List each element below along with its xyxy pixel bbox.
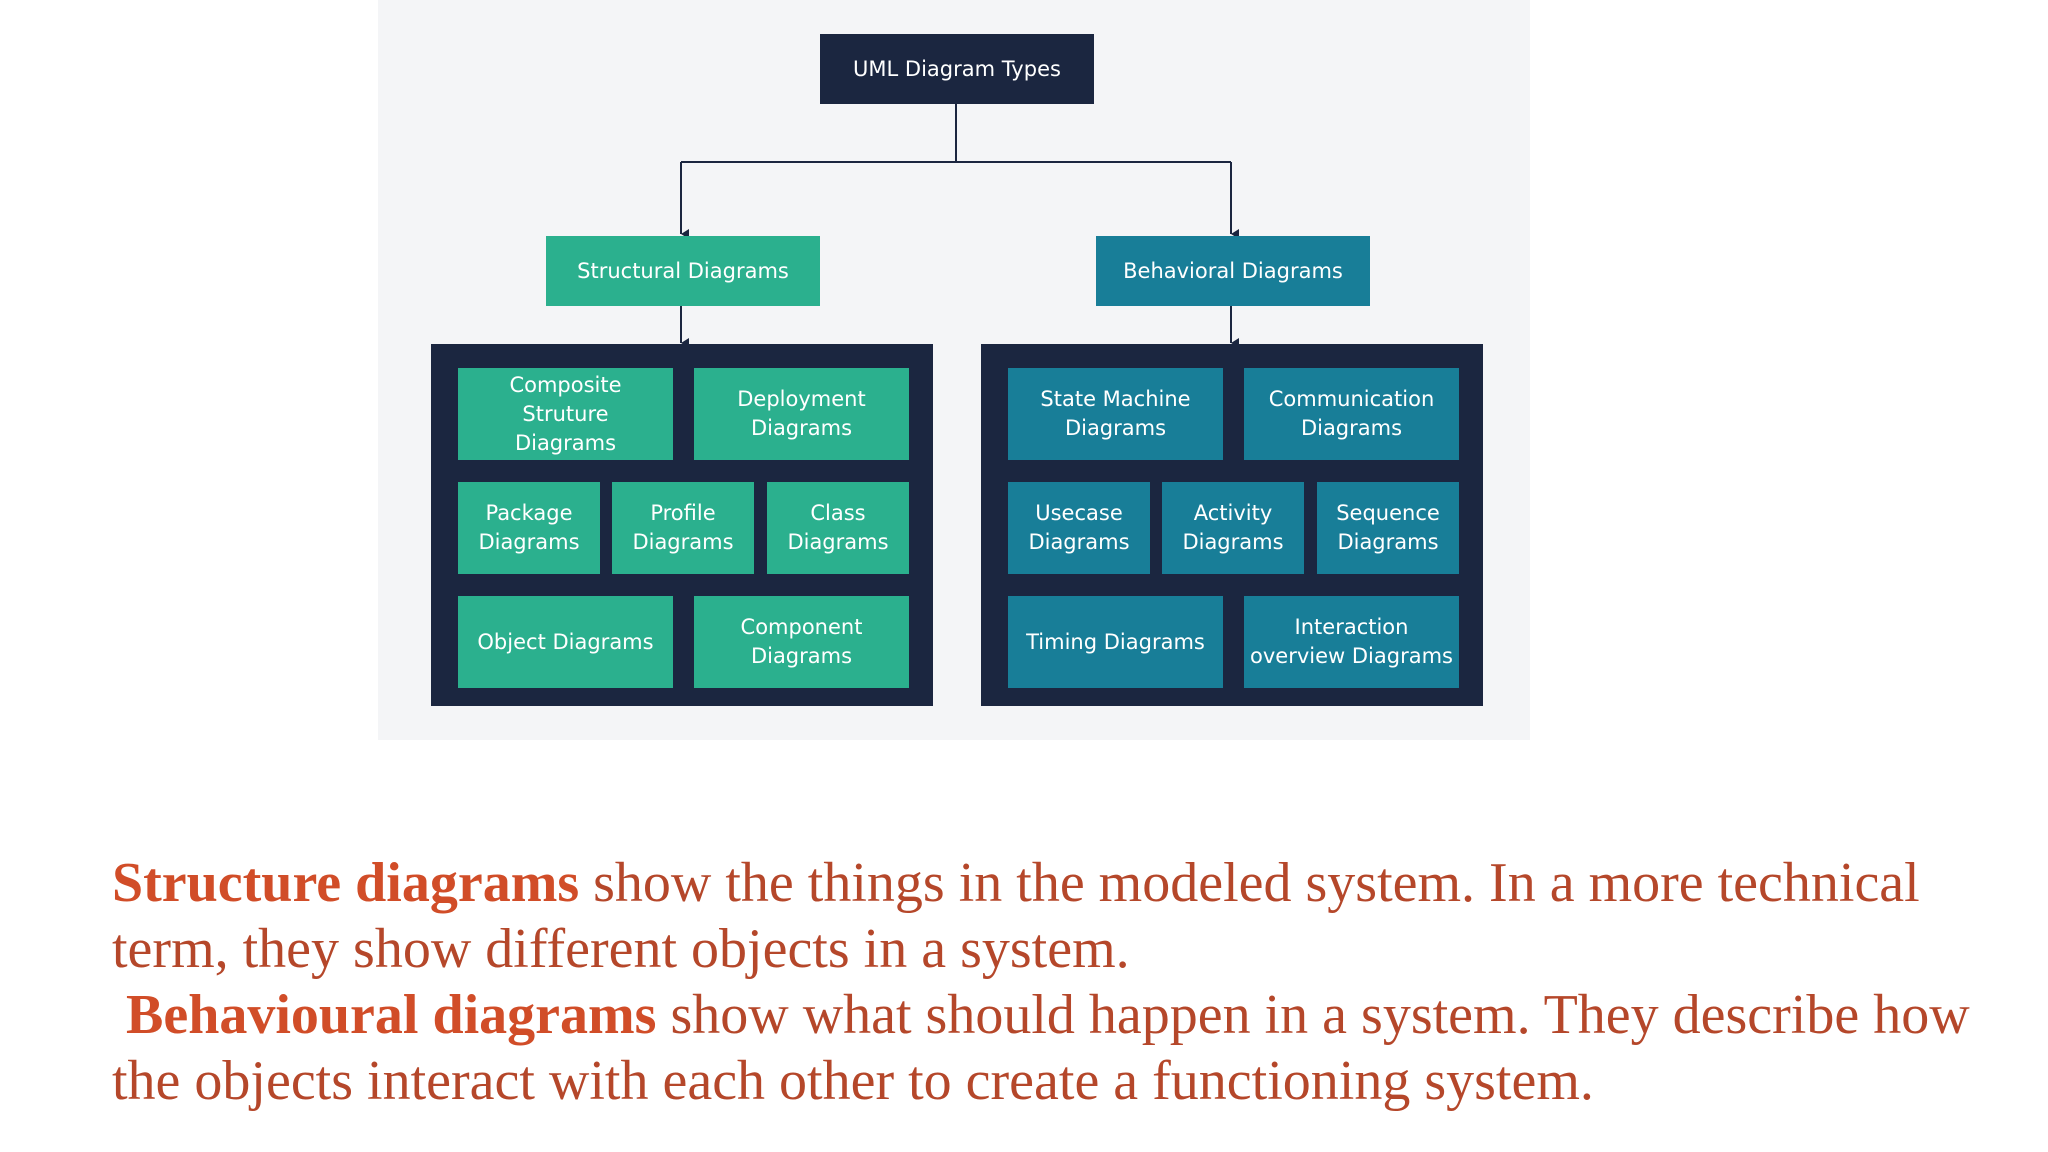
behaviour-lead: Behavioural diagrams [112, 984, 657, 1046]
behavioral-diagrams-node: Behavioral Diagrams [1096, 236, 1370, 306]
composite-structure-diagrams: Composite Struture Diagrams [458, 368, 673, 460]
structure-text: show the things in the modeled system. I… [112, 852, 1920, 980]
class-diagrams: Class Diagrams [767, 482, 909, 574]
deployment-diagrams: Deployment Diagrams [694, 368, 909, 460]
communication-diagrams: Communication Diagrams [1244, 368, 1459, 460]
object-diagrams: Object Diagrams [458, 596, 673, 688]
behaviour-paragraph: Behavioural diagrams show what should ha… [112, 982, 2012, 1114]
sequence-diagrams: Sequence Diagrams [1317, 482, 1459, 574]
activity-diagrams: Activity Diagrams [1162, 482, 1304, 574]
profile-diagrams: Profile Diagrams [612, 482, 754, 574]
behaviour-text: show what should happen in a system. The… [112, 984, 1984, 1112]
component-diagrams: Component Diagrams [694, 596, 909, 688]
uml-diagram-panel: UML Diagram Types Structural Diagrams Be… [378, 0, 1530, 740]
connector-lines [680, 104, 1239, 348]
structure-paragraph: Structure diagrams show the things in th… [112, 850, 2012, 982]
interaction-overview-diagrams: Interaction overview Diagrams [1244, 596, 1459, 688]
structure-lead: Structure diagrams [112, 852, 580, 914]
package-diagrams: Package Diagrams [458, 482, 600, 574]
root-node: UML Diagram Types [820, 34, 1094, 104]
structural-diagrams-node: Structural Diagrams [546, 236, 820, 306]
description-text: Structure diagrams show the things in th… [112, 850, 2012, 1114]
state-machine-diagrams: State Machine Diagrams [1008, 368, 1223, 460]
usecase-diagrams: Usecase Diagrams [1008, 482, 1150, 574]
timing-diagrams: Timing Diagrams [1008, 596, 1223, 688]
